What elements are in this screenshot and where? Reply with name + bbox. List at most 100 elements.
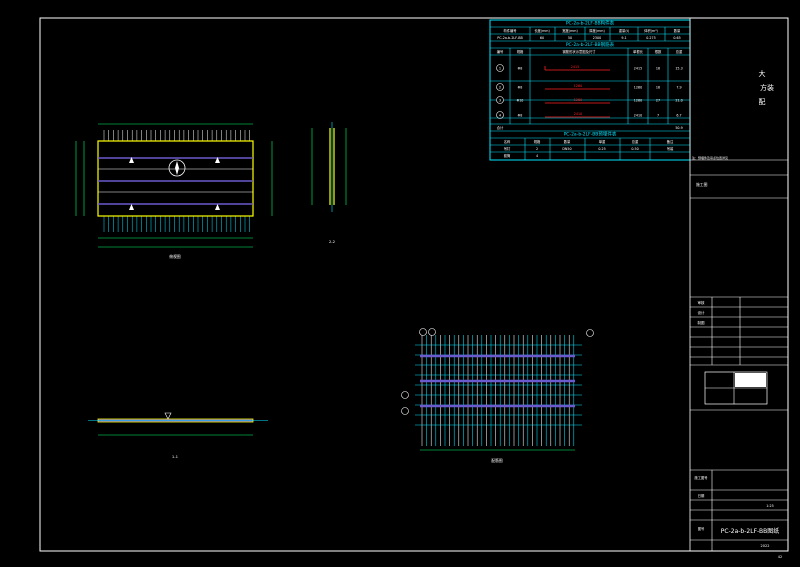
lift-point-icon [129, 157, 134, 163]
svg-text:7: 7 [657, 114, 659, 118]
rebar-tag-icon [401, 391, 409, 399]
t2-h4: 根数 [655, 49, 662, 54]
t1-r0: PC-2a-b-2LF-BB [497, 36, 523, 40]
t1-h5: 体积(m³) [644, 28, 658, 33]
table3-title: PC-2a-b-2LF-BB预埋件表 [564, 131, 617, 138]
svg-text:21.0: 21.0 [675, 99, 682, 103]
svg-text:2415: 2415 [571, 65, 579, 69]
t3-h2: 数量 [564, 139, 571, 144]
t3-r0-c4: 0.50 [631, 147, 638, 151]
t3-h1: 规格 [534, 139, 541, 144]
t2-h0: 编号 [497, 49, 504, 54]
t1-r6: 0.65 [673, 36, 680, 40]
plan-label: 俯视图 [169, 254, 181, 259]
plan-view: 俯视图 [75, 123, 273, 259]
logo-mark [735, 373, 766, 387]
svg-text:2410: 2410 [634, 114, 642, 118]
label-row: 施工图号 [694, 475, 708, 480]
svg-text:Φ8: Φ8 [518, 67, 523, 71]
t3-h4: 总重 [632, 139, 639, 144]
rebar-row-1: 1 Φ8 2415 2415 16 15.3 [496, 64, 683, 72]
date-row: 日期 [698, 493, 705, 498]
svg-text:Φ10: Φ10 [517, 99, 524, 103]
rebar-tag-icon [401, 407, 409, 415]
lift-point-icon [215, 204, 220, 210]
t2-h2: 钢筋形状示意图及尺寸 [563, 49, 597, 54]
t2-total: 50.9 [675, 126, 682, 130]
svg-text:16: 16 [656, 86, 660, 90]
table2-title: PC-2a-b-2LF-BB钢筋表 [566, 41, 615, 48]
scale-value: 1:25 [766, 504, 773, 508]
lift-point-icon [129, 204, 134, 210]
t3-r1-c1: 4 [536, 154, 538, 158]
component-table: PC-2a-b-2LF-BB构件表 构件编号 长度(mm) 宽度(mm) 厚度(… [489, 19, 691, 161]
t1-r4: 9.1 [621, 36, 626, 40]
plan-slab-outline [97, 140, 254, 217]
svg-text:2415: 2415 [634, 67, 642, 71]
t3-r0-c5: 吊装 [667, 146, 674, 151]
rebar-layout: 配筋图 [401, 328, 594, 463]
svg-text:1260: 1260 [574, 98, 582, 102]
svg-text:16: 16 [656, 67, 660, 71]
flag-text: 施工图 [696, 182, 708, 187]
svg-text:2: 2 [499, 86, 501, 90]
t1-r1: 60 [540, 36, 544, 40]
svg-text:4: 4 [499, 114, 502, 118]
svg-text:Φ8: Φ8 [518, 86, 523, 90]
cad-label: 制图 [698, 320, 706, 325]
design-label: 设计 [698, 310, 706, 315]
t3-h0: 名称 [504, 139, 511, 144]
t3-r0-c2: DN50 [562, 147, 571, 151]
svg-text:1260: 1260 [634, 99, 642, 103]
svg-text:2410: 2410 [574, 112, 582, 116]
svg-text:1: 1 [499, 67, 501, 71]
t3-h3: 单重 [599, 139, 606, 144]
note-2: 方装 [760, 83, 774, 92]
drawing-frame [39, 17, 789, 552]
table1-title: PC-2a-b-2LF-BB构件表 [566, 20, 615, 27]
t1-h3: 厚度(mm) [589, 28, 605, 33]
t3-r0-c3: 0.25 [598, 147, 605, 151]
t1-r3: 2300 [593, 36, 601, 40]
rebar-row-2: 2 Φ8 1260 1260 16 7.9 [496, 83, 682, 91]
t2-h5: 总重 [676, 49, 683, 54]
section-11-label: 1-1 [172, 454, 179, 459]
svg-text:15.3: 15.3 [675, 67, 682, 71]
t3-r0-c1: 2 [536, 147, 538, 151]
t1-h1: 长度(mm) [534, 28, 550, 33]
svg-text:27: 27 [656, 99, 660, 103]
section-2-2: 2-2 [311, 122, 347, 244]
svg-text:3: 3 [499, 99, 501, 103]
north-arrow-icon [168, 159, 186, 177]
lift-point-icon [215, 157, 220, 163]
t1-r5: 0.275 [646, 36, 655, 40]
t1-h4: 重量(t) [619, 28, 629, 33]
t3-r0-c0: 吊钉 [504, 146, 511, 151]
note-1: 大 [759, 69, 766, 78]
t1-h0: 构件编号 [503, 28, 517, 33]
svg-text:Φ8: Φ8 [518, 114, 523, 118]
rebar-tag-icon [586, 329, 594, 337]
t2-h1: 规格 [517, 49, 524, 54]
t1-h6: 数量 [674, 28, 681, 33]
rebar-row-4: 4 Φ8 2410 2410 7 6.7 [496, 111, 682, 119]
svg-text:7.9: 7.9 [676, 86, 681, 90]
t1-h2: 宽度(mm) [562, 28, 578, 33]
title-block: 大 方装 配 注：预埋件及吊点位置详见 施工图 审核 设计 制图 施 [689, 18, 788, 559]
section-1-1: 1-1 [88, 412, 268, 459]
svg-text:1260: 1260 [634, 86, 642, 90]
stamp-note: 注：预埋件及吊点位置详见 [692, 155, 728, 160]
level-mark-icon [164, 412, 172, 420]
rebar-tag-icon [419, 328, 427, 336]
year-value: 2022 [761, 544, 770, 548]
check-label: 审核 [698, 300, 706, 305]
svg-text:1260: 1260 [574, 84, 582, 88]
svg-text:6.7: 6.7 [676, 114, 681, 118]
section-22-label: 2-2 [329, 239, 336, 244]
sheet-row: 图号 [698, 526, 705, 531]
t3-h5: 备注 [667, 139, 674, 144]
page-number: 42 [778, 555, 782, 559]
drawing-title: PC-2a-b-2LF-BB图纸 [721, 527, 779, 535]
rebar-tag-icon [428, 328, 436, 336]
